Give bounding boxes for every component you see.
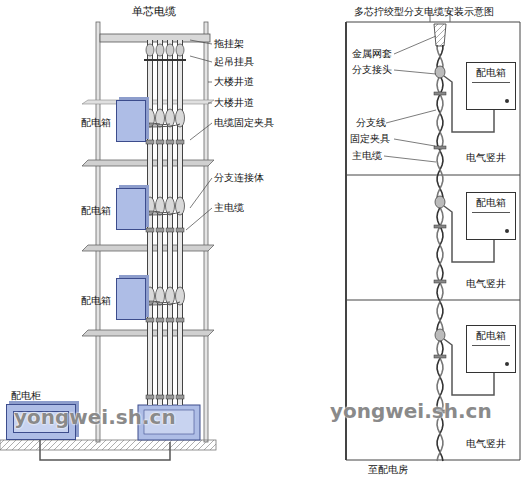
- distribution-box: 配电箱: [466, 192, 516, 240]
- shaft-label: 电气竖井: [466, 278, 506, 290]
- part-label: 起吊挂具: [214, 56, 254, 68]
- building-shaft: [0, 22, 216, 460]
- leader-lines: [186, 40, 212, 230]
- box-panel-line: [472, 212, 510, 213]
- distribution-box: 配电箱: [116, 188, 146, 230]
- distribution-box: 配电箱: [466, 62, 516, 110]
- heading: 多芯拧绞型分支电缆安装示意图: [354, 6, 494, 18]
- part-label: 金属网套: [352, 48, 392, 60]
- box-label: 配电箱: [81, 117, 111, 128]
- part-label: 分支接头: [352, 64, 392, 76]
- box-indicator: [505, 362, 509, 366]
- box-indicator: [505, 99, 509, 103]
- box-label: 配电箱: [476, 67, 506, 78]
- electrical-shaft: [346, 10, 520, 460]
- part-label: 主电缆: [214, 202, 244, 214]
- box-label: 配电箱: [81, 205, 111, 216]
- box-panel-line: [472, 82, 510, 83]
- watermark: yongwei.sh.cn: [14, 406, 176, 429]
- distribution-box: 配电箱: [466, 325, 516, 373]
- part-label: 电缆固定夹具: [214, 117, 274, 129]
- part-label: 大楼井道: [214, 97, 254, 109]
- box-label: 配电箱: [476, 197, 506, 208]
- box-label: 配电箱: [81, 295, 111, 306]
- distribution-box: 配电箱: [116, 278, 146, 320]
- watermark: yongwei.sh.cn: [330, 400, 492, 423]
- part-label: 分支连接体: [214, 172, 264, 184]
- box-label: 配电箱: [476, 330, 506, 341]
- heading: 单芯电缆: [132, 6, 176, 19]
- distribution-box: 配电箱: [116, 100, 146, 142]
- box-label: 配电柜: [11, 390, 41, 401]
- part-label: 主电缆: [352, 150, 382, 162]
- box-panel-line: [472, 345, 510, 346]
- part-label: 拖挂架: [214, 38, 244, 50]
- shaft-label: 电气竖井: [466, 152, 506, 164]
- shaft-label: 电气竖井: [466, 438, 506, 450]
- box-indicator: [505, 229, 509, 233]
- single-core-cables: [144, 40, 186, 405]
- part-label: 大楼井道: [214, 76, 254, 88]
- part-label: 固定夹具: [350, 133, 390, 145]
- note: 至配电房: [368, 464, 408, 476]
- part-label: 分支线: [356, 117, 386, 129]
